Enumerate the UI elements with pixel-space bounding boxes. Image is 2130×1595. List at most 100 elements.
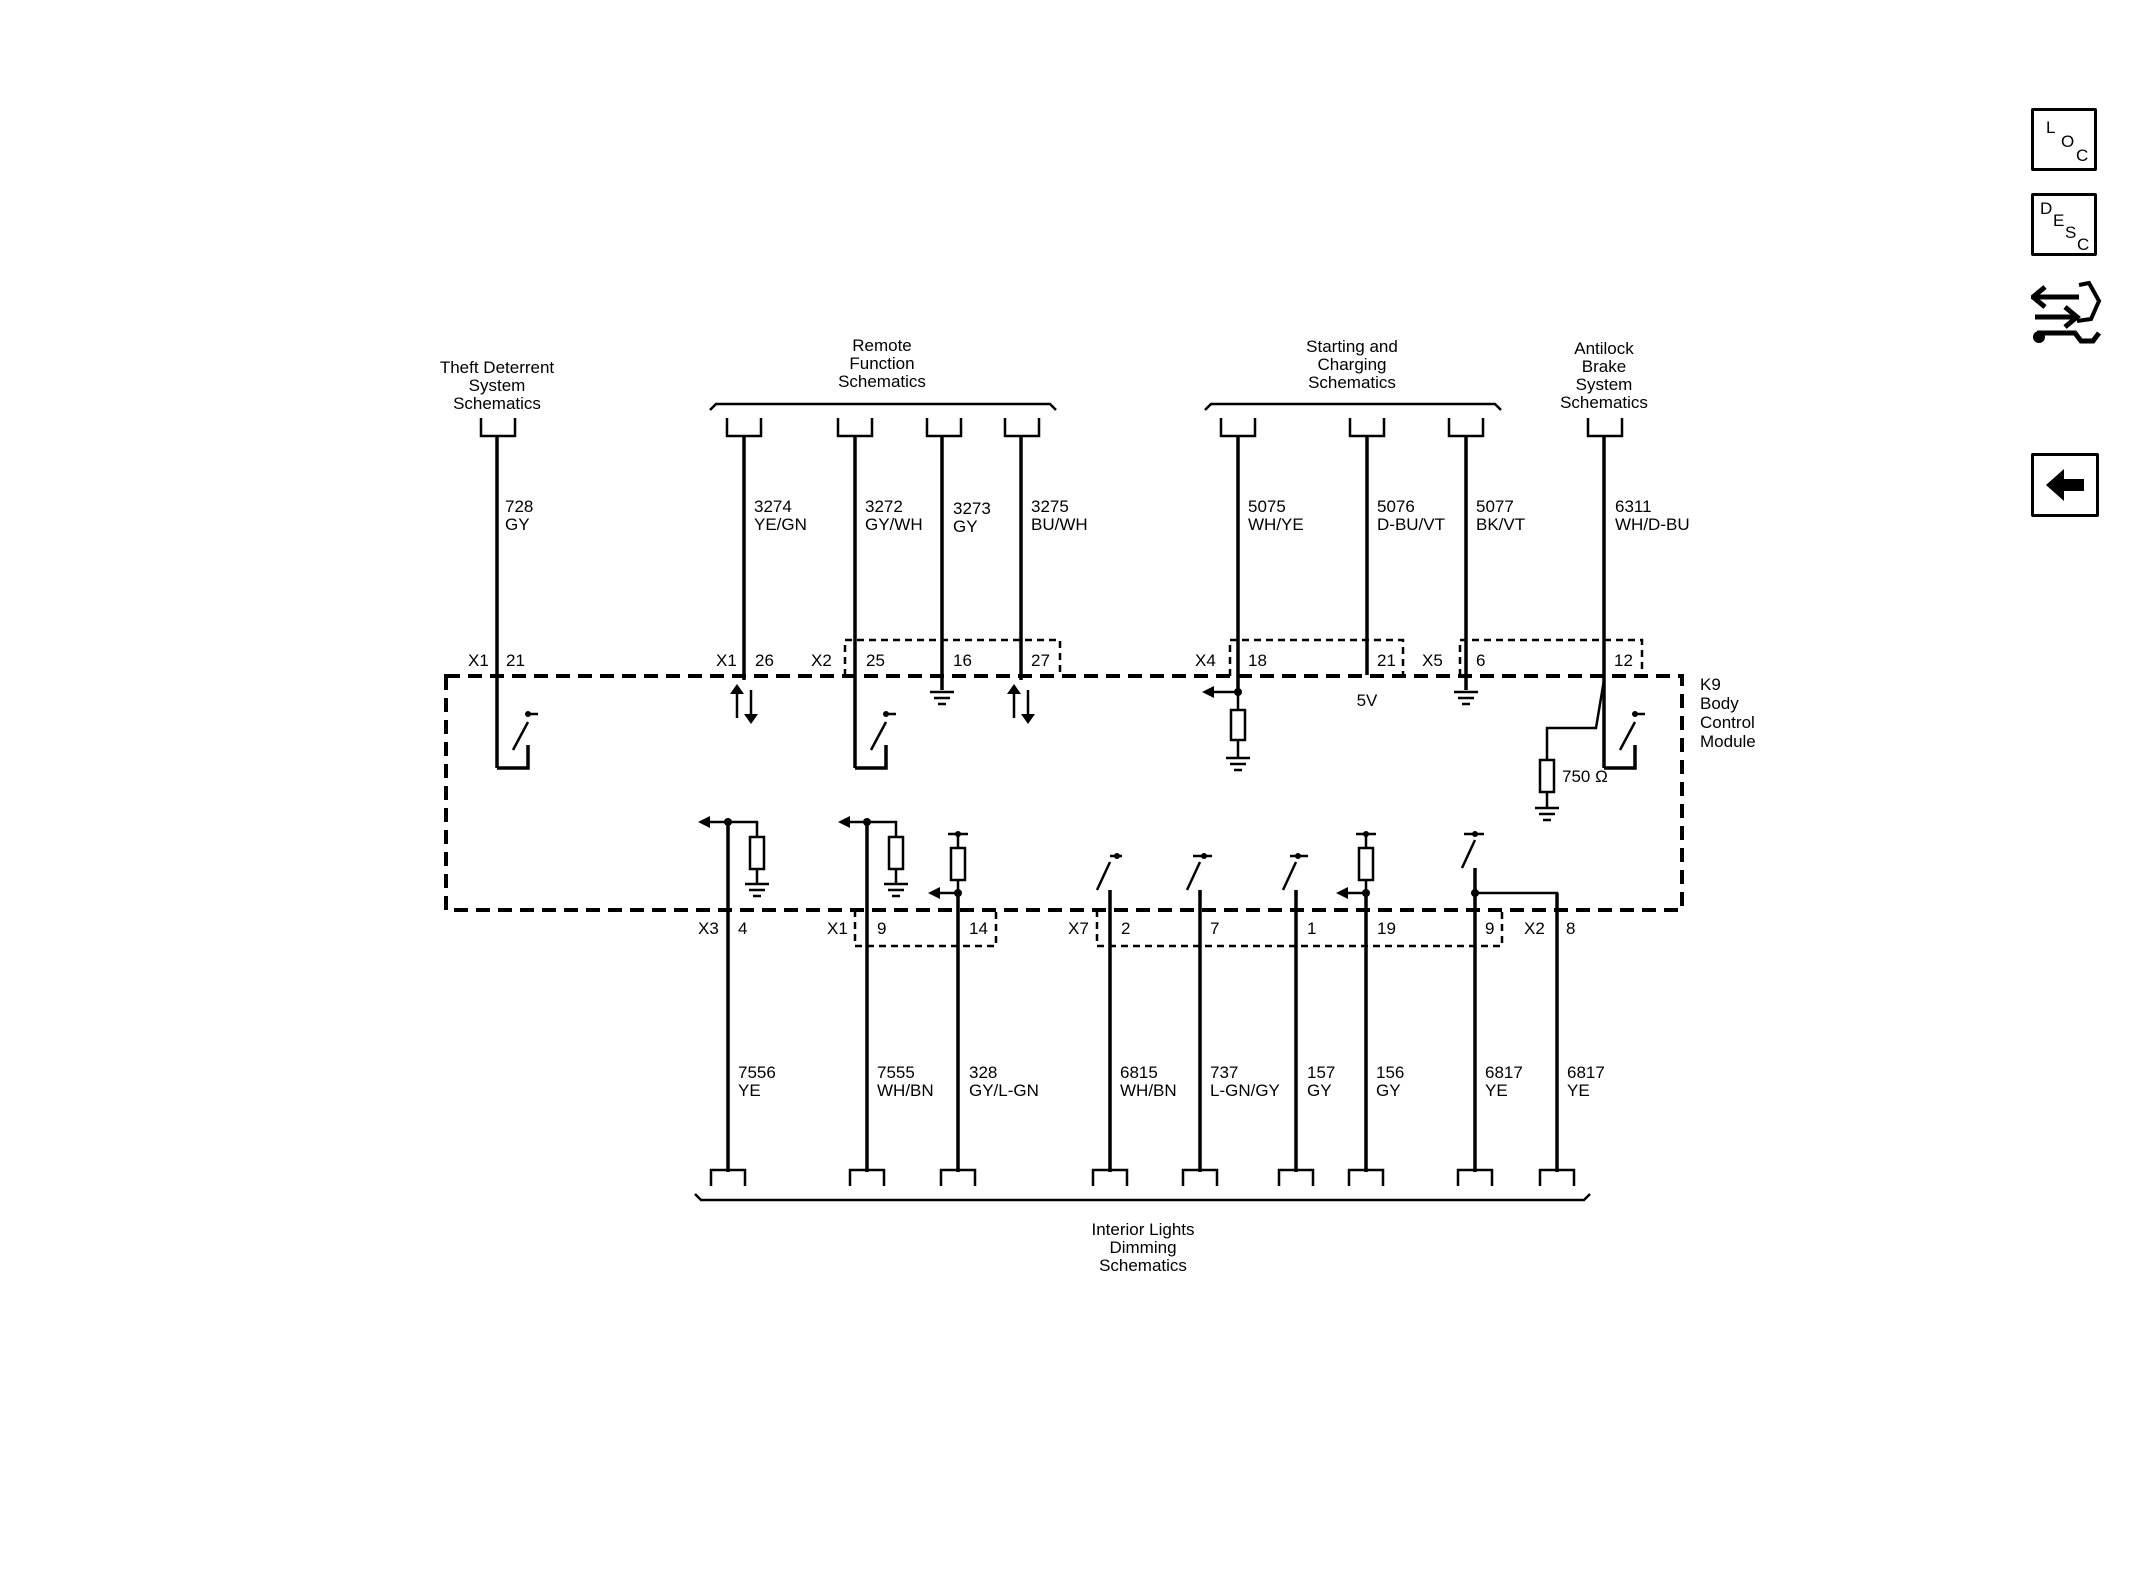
svg-text:GY/WH: GY/WH xyxy=(865,515,923,534)
top-wire-5075[interactable]: 5075 WH/YE xyxy=(1219,418,1304,692)
interior-lights-brace xyxy=(694,1193,1591,1202)
ground-3273 xyxy=(930,690,954,706)
top-wire-3272[interactable]: 3272 GY/WH xyxy=(836,418,923,768)
svg-text:Dimming: Dimming xyxy=(1109,1238,1176,1257)
remote-function-brace xyxy=(709,402,1057,411)
svg-text:21: 21 xyxy=(1377,651,1396,670)
output-7555 xyxy=(838,816,908,898)
svg-text:1: 1 xyxy=(1307,919,1316,938)
top-wire-3274[interactable]: 3274 YE/GN xyxy=(725,418,807,680)
svg-text:Theft Deterrent: Theft Deterrent xyxy=(440,358,555,377)
svg-text:157: 157 xyxy=(1307,1063,1335,1082)
bottom-wire-7556[interactable]: 7556 YE xyxy=(709,822,776,1186)
theft-deterrent-title[interactable]: Theft Deterrent System Schematics xyxy=(440,358,555,413)
svg-text:X2: X2 xyxy=(1524,919,1545,938)
top-wire-5077[interactable]: 5077 BK/VT xyxy=(1447,418,1525,690)
svg-text:9: 9 xyxy=(1485,919,1494,938)
switch-157 xyxy=(1281,853,1308,891)
bottom-wire-156[interactable]: 156 GY xyxy=(1347,893,1404,1186)
loc-letter-o: O xyxy=(2061,132,2075,151)
bottom-wire-737[interactable]: 737 L-GN/GY xyxy=(1181,890,1280,1186)
svg-text:5076: 5076 xyxy=(1377,497,1415,516)
top-wire-3275[interactable]: 3275 BU/WH xyxy=(1003,418,1088,680)
bottom-wire-157[interactable]: 157 GY xyxy=(1277,890,1335,1186)
svg-text:6817: 6817 xyxy=(1567,1063,1605,1082)
x1-bottom-housing xyxy=(853,910,998,948)
svg-text:737: 737 xyxy=(1210,1063,1238,1082)
top-wire-728[interactable]: 728 GY xyxy=(479,418,533,768)
top-wire-6311[interactable]: 6311 WH/D-BU xyxy=(1586,418,1690,768)
x4-housing xyxy=(1228,638,1405,676)
svg-text:GY: GY xyxy=(953,517,978,536)
interior-lights-title[interactable]: Interior Lights Dimming Schematics xyxy=(1092,1220,1195,1275)
reference-5v-label: 5V xyxy=(1357,691,1378,710)
svg-text:Starting and: Starting and xyxy=(1306,337,1398,356)
svg-text:GY: GY xyxy=(505,515,530,534)
svg-text:WH/D-BU: WH/D-BU xyxy=(1615,515,1690,534)
pullup-156 xyxy=(1336,831,1376,899)
svg-text:WH/BN: WH/BN xyxy=(877,1081,934,1100)
svg-text:Brake: Brake xyxy=(1582,357,1626,376)
svg-text:GY: GY xyxy=(1307,1081,1332,1100)
bidirectional-arrows-3275 xyxy=(1007,684,1035,724)
starting-charging-title[interactable]: Starting and Charging Schematics xyxy=(1306,337,1398,392)
pullup-328 xyxy=(928,831,968,899)
top-wire-5076[interactable]: 5076 D-BU/VT xyxy=(1348,418,1445,675)
svg-text:7: 7 xyxy=(1210,919,1219,938)
svg-text:14: 14 xyxy=(969,919,988,938)
svg-text:YE: YE xyxy=(738,1081,761,1100)
svg-text:8: 8 xyxy=(1566,919,1575,938)
svg-text:19: 19 xyxy=(1377,919,1396,938)
svg-text:YE: YE xyxy=(1567,1081,1590,1100)
top-connector-labels: X1 21 X1 26 X2 25 16 27 X4 18 21 X5 6 12 xyxy=(468,651,1633,670)
x5-housing xyxy=(1458,638,1644,676)
svg-text:System: System xyxy=(1576,375,1633,394)
svg-text:26: 26 xyxy=(755,651,774,670)
svg-text:728: 728 xyxy=(505,497,533,516)
svg-text:328: 328 xyxy=(969,1063,997,1082)
bottom-wire-6815[interactable]: 6815 WH/BN xyxy=(1091,890,1177,1186)
connector-repair-icon[interactable] xyxy=(2031,275,2103,351)
loc-button[interactable]: L O C xyxy=(2031,108,2097,171)
bottom-wire-7555[interactable]: 7555 WH/BN xyxy=(848,822,934,1186)
top-wire-3273[interactable]: 3273 GY xyxy=(925,418,991,690)
bottom-wire-6817-a[interactable]: 6817 YE xyxy=(1456,868,1523,1186)
svg-text:System: System xyxy=(469,376,526,395)
svg-text:Schematics: Schematics xyxy=(453,394,541,413)
svg-text:Schematics: Schematics xyxy=(838,372,926,391)
desc-letter-c: C xyxy=(2077,235,2090,254)
antilock-brake-title[interactable]: Antilock Brake System Schematics xyxy=(1560,339,1648,412)
desc-button[interactable]: D E S C xyxy=(2031,193,2097,256)
svg-text:BK/VT: BK/VT xyxy=(1476,515,1525,534)
back-button[interactable] xyxy=(2031,453,2099,517)
svg-text:5077: 5077 xyxy=(1476,497,1514,516)
desc-letter-d: D xyxy=(2040,199,2053,218)
svg-text:Remote: Remote xyxy=(852,336,912,355)
x7-housing xyxy=(1095,910,1504,948)
svg-text:6815: 6815 xyxy=(1120,1063,1158,1082)
svg-text:6311: 6311 xyxy=(1615,497,1652,516)
svg-text:18: 18 xyxy=(1248,651,1267,670)
loc-letter-l: L xyxy=(2046,118,2056,137)
starting-charging-brace xyxy=(1204,402,1502,411)
svg-text:Charging: Charging xyxy=(1318,355,1387,374)
remote-function-title[interactable]: Remote Function Schematics xyxy=(838,336,926,391)
svg-text:Control: Control xyxy=(1700,713,1755,732)
svg-text:WH/YE: WH/YE xyxy=(1248,515,1304,534)
svg-text:X2: X2 xyxy=(811,651,832,670)
loc-letter-c: C xyxy=(2076,146,2089,165)
svg-text:GY: GY xyxy=(1376,1081,1401,1100)
svg-text:25: 25 xyxy=(866,651,885,670)
svg-text:X1: X1 xyxy=(716,651,737,670)
svg-text:GY/L-GN: GY/L-GN xyxy=(969,1081,1039,1100)
svg-text:3275: 3275 xyxy=(1031,497,1069,516)
svg-text:27: 27 xyxy=(1031,651,1050,670)
switch-6815 xyxy=(1095,853,1122,891)
body-control-module-boundary[interactable] xyxy=(444,674,1684,912)
bottom-wire-328[interactable]: 328 GY/L-GN xyxy=(939,893,1039,1186)
svg-text:4: 4 xyxy=(738,919,747,938)
svg-text:Module: Module xyxy=(1700,732,1756,751)
bottom-wire-6817-b[interactable]: 6817 YE xyxy=(1538,893,1605,1186)
desc-letter-e: E xyxy=(2053,211,2065,230)
